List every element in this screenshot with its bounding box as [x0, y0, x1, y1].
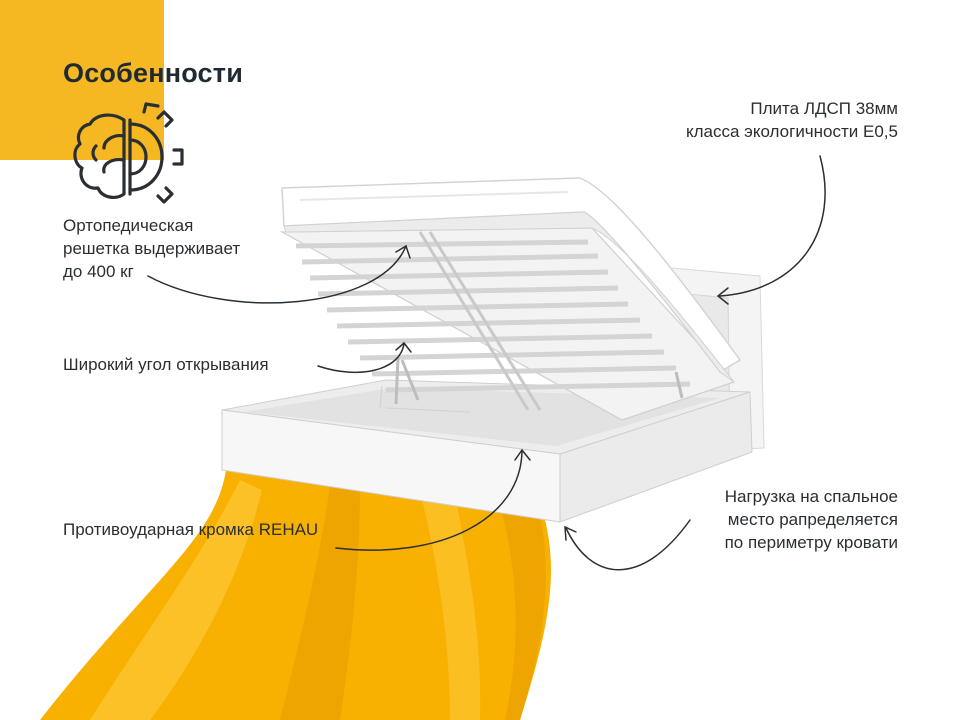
feature-slats-line-2: решетка выдерживает	[63, 239, 241, 258]
arrow-opening	[317, 343, 405, 374]
arrowhead-edge	[514, 448, 531, 461]
feature-load-label: Нагрузка на спальное место рапределяется…	[725, 485, 898, 554]
feature-edge-label: Противоударная кромка REHAU	[63, 518, 318, 541]
gas-lifts	[394, 357, 684, 405]
arrow-slats	[147, 245, 407, 304]
feature-edge-line-1: Противоударная кромка REHAU	[63, 520, 319, 539]
arrowhead-opening	[395, 341, 412, 353]
feature-slats-line-3: до 400 кг	[63, 262, 134, 281]
arrowhead-slats	[395, 244, 411, 259]
feature-chipboard-line-1: Плита ЛДСП 38мм	[750, 99, 898, 118]
feature-slats-label: Ортопедическая решетка выдерживает до 40…	[63, 214, 240, 283]
feature-chipboard-label: Плита ЛДСП 38мм класса экологичности Е0,…	[686, 97, 898, 143]
arrow-load	[565, 519, 691, 571]
arrowhead-chipboard	[716, 287, 729, 305]
feature-slats-line-1: Ортопедическая	[63, 216, 194, 235]
arrowhead-load	[564, 525, 577, 541]
arrow-edge	[335, 451, 523, 551]
feature-load-line-3: по периметру кровати	[724, 533, 898, 552]
page-title: Особенности	[63, 58, 243, 88]
feature-opening-label: Широкий угол открывания	[63, 353, 269, 376]
yellow-corner-block	[0, 0, 164, 160]
arrow-chipboard	[719, 155, 826, 297]
mattress	[281, 177, 742, 383]
feature-chipboard-line-2: класса экологичности Е0,5	[685, 122, 898, 141]
feature-load-line-1: Нагрузка на спальное	[724, 487, 898, 506]
feature-load-line-2: место рапределяется	[727, 510, 898, 529]
feature-opening-line-1: Широкий угол открывания	[63, 355, 269, 374]
